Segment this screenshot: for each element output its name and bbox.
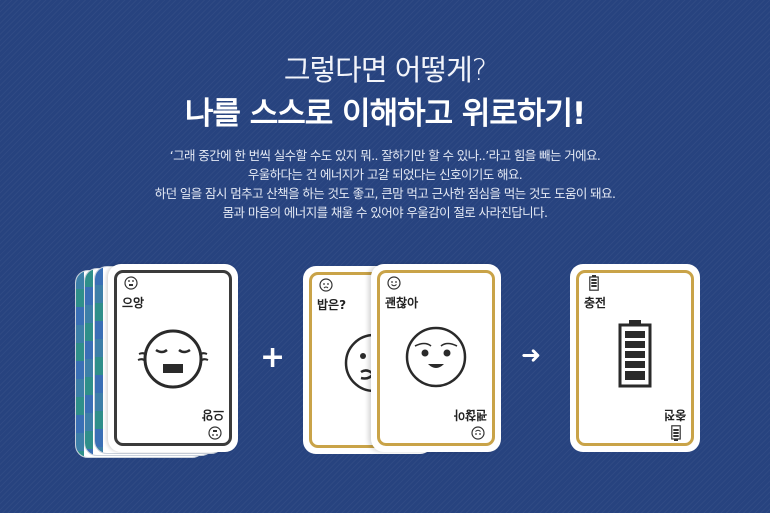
crying-face-icon — [124, 276, 138, 290]
card-label: 괜찮아 — [385, 296, 419, 310]
smiling-face-icon — [405, 326, 467, 388]
battery-full-icon — [618, 320, 652, 388]
card-label: 으앙 — [122, 296, 145, 310]
card-label-inverted: 괜찮아 — [453, 408, 487, 422]
description-line: ‘그래 중간에 한 번씩 실수할 수도 있지 뭐.. 잘하기만 할 수 있나..… — [169, 148, 601, 163]
crying-face-icon — [137, 329, 209, 389]
card-frame — [114, 270, 232, 446]
card-label: 밥은? — [317, 298, 347, 312]
card-label: 충전 — [584, 296, 607, 310]
description-paragraph: ‘그래 중간에 한 번씩 실수할 수도 있지 뭐.. 잘하기만 할 수 있나..… — [0, 146, 770, 222]
hungry-face-icon — [319, 278, 333, 292]
arrow-operator: ➜ — [521, 341, 542, 369]
card-frame — [576, 270, 694, 446]
card-back-pattern — [85, 269, 93, 455]
subtitle: 그렇다면 어떻게? — [283, 53, 487, 87]
card-back-pattern — [76, 271, 84, 457]
description-line: 우울하다는 건 에너지가 고갈 되었다는 신호이기도 해요. — [247, 167, 523, 182]
card-frame — [377, 270, 495, 446]
card-back-pattern — [95, 267, 103, 453]
plus-operator: + — [260, 340, 286, 375]
card-label-inverted: 충전 — [663, 408, 686, 422]
page-title: 나를 스스로 이해하고 위로하기! — [184, 96, 586, 132]
description-line: 하던 일을 잠시 멈추고 산책을 하는 것도 좋고, 큰맘 먹고 근사한 점심을… — [154, 186, 616, 201]
battery-full-icon — [671, 425, 681, 441]
crying-face-icon — [208, 426, 222, 440]
battery-full-icon — [589, 275, 599, 291]
smiling-face-icon — [471, 426, 485, 440]
card-charge: 충전 충전 — [570, 264, 700, 452]
card-label-inverted: 으앙 — [201, 408, 224, 422]
smiling-face-icon — [387, 276, 401, 290]
card-okay: 괜찮아 괜찮아 — [371, 264, 501, 452]
card-crying: 으앙 으앙 — [108, 264, 238, 452]
description-line: 몸과 마음의 에너지를 채울 수 있어야 우울감이 절로 사라진답니다. — [222, 205, 548, 220]
